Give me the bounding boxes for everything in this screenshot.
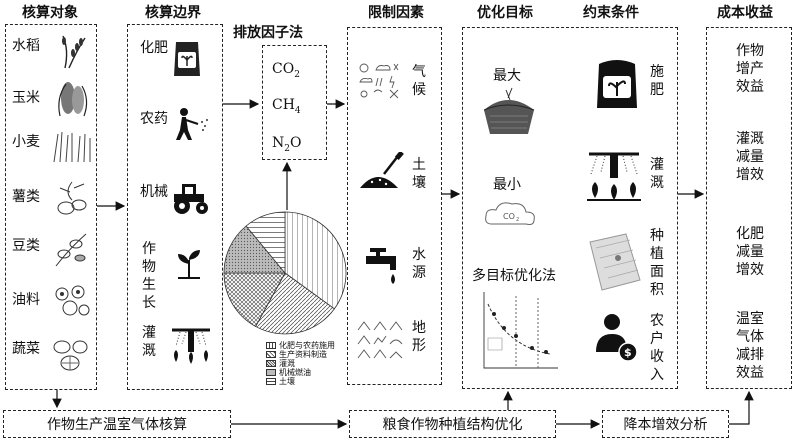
- bottom-accounting-box: 作物生产温室气体核算: [3, 410, 231, 438]
- objects-box: [5, 24, 97, 390]
- goal-min: 最小: [493, 177, 521, 193]
- benefits-box: [706, 27, 792, 389]
- object-label: 水稻: [12, 38, 40, 54]
- co2-cloud-icon: CO 2: [485, 202, 535, 225]
- co2-cloud-text: CO: [503, 212, 515, 221]
- pie-slice: [284, 211, 347, 310]
- limits-box: [347, 27, 442, 385]
- pie-slice: [255, 272, 335, 335]
- corn-icon: [58, 82, 88, 117]
- constraint-label: 灌溉: [650, 157, 664, 191]
- irrigation-icon: [172, 328, 210, 364]
- soil-shovel-icon: [360, 152, 404, 188]
- svg-text:2: 2: [516, 217, 519, 223]
- planting-area-icon: [589, 233, 641, 291]
- object-label: 小麦: [12, 134, 40, 150]
- pie-slice: [245, 211, 286, 275]
- boundary-label: 作物生长: [142, 241, 156, 311]
- header-benefits: 成本收益: [717, 5, 773, 21]
- object-label: 蔬菜: [12, 341, 40, 357]
- bottom-analysis-box: 降本增效分析: [602, 410, 729, 438]
- bottom-optimization-box: 粮食作物种植结构优化: [349, 410, 556, 438]
- legend-swatch: [266, 360, 276, 367]
- gas-ch4: CH4: [272, 97, 301, 116]
- legend-swatch: [266, 342, 276, 349]
- benefit-label: 灌溉减量增效: [736, 131, 764, 183]
- fertilizer-sack-icon: [597, 60, 637, 108]
- header-objects: 核算对象: [22, 5, 78, 21]
- emission-pie-chart: [223, 211, 347, 335]
- legend-label: 灌溉: [279, 359, 295, 368]
- irrigation-constraint-icon: [587, 152, 641, 201]
- limit-label: 气候: [412, 64, 426, 98]
- seedling-icon: [178, 250, 200, 279]
- object-label: 薯类: [12, 189, 40, 205]
- limit-label: 水源: [412, 247, 426, 281]
- header-limits: 限制因素: [368, 5, 424, 21]
- goals-constraints-box: [462, 27, 678, 389]
- object-label: 油料: [12, 292, 40, 308]
- goal-max: 最大: [493, 68, 521, 84]
- legend-label: 土壤: [279, 377, 295, 386]
- object-label: 玉米: [12, 90, 40, 106]
- benefit-label: 化肥减量增效: [736, 226, 764, 278]
- boundary-label: 化肥: [140, 40, 168, 56]
- pareto-plot-icon: [483, 292, 558, 369]
- limit-label: 地形: [412, 320, 426, 354]
- legend-label: 机械燃油: [279, 368, 311, 377]
- wheat-icon: [53, 131, 91, 163]
- legend-swatch: [266, 369, 276, 376]
- fertilizer-bag-icon: [174, 42, 200, 76]
- emission-box: [262, 45, 327, 160]
- arrow-right-benefits: [729, 390, 754, 425]
- grain-basket-icon: [483, 87, 535, 134]
- pie-legend: 化肥与农药施用 生产资料制造 灌溉 机械燃油 土壤: [266, 341, 361, 391]
- weather-icons: [359, 63, 399, 99]
- gas-co2: CO2: [272, 61, 300, 80]
- pie-slice: [223, 272, 286, 327]
- header-boundary: 核算边界: [145, 5, 201, 21]
- legend-label: 化肥与农药施用: [279, 341, 335, 350]
- legend-swatch: [266, 351, 276, 358]
- header-emission: 排放因子法: [233, 25, 303, 41]
- tractor-icon: [174, 184, 208, 214]
- boundary-box: [127, 24, 223, 390]
- goal-multi-objective: 多目标优化法: [472, 268, 556, 284]
- boundary-label: 灌溉: [142, 325, 156, 359]
- oilseed-icon: [55, 285, 90, 316]
- rice-icon: [62, 35, 86, 69]
- constraint-label: 农户收入: [650, 313, 664, 383]
- farmer-income-icon: $: [596, 314, 638, 362]
- water-tap-icon: [366, 248, 396, 284]
- legend-swatch: [266, 378, 276, 385]
- dollar-icon: $: [624, 346, 632, 359]
- terrain-icons: [357, 321, 403, 359]
- vegetable-icon: [53, 340, 88, 371]
- benefit-label: 温室气体减排效益: [736, 311, 764, 381]
- constraint-label: 施肥: [650, 64, 664, 98]
- pie-slice: [223, 225, 286, 274]
- legend-label: 生产资料制造: [279, 350, 327, 359]
- potato-icon: [57, 181, 87, 215]
- constraint-label: 种植面积: [650, 228, 664, 298]
- header-goals: 优化目标: [477, 5, 533, 21]
- header-constraints: 约束条件: [583, 5, 639, 21]
- boundary-label: 机械: [140, 184, 168, 200]
- pesticide-spray-icon: [176, 108, 208, 140]
- limit-label: 土壤: [412, 157, 426, 191]
- boundary-label: 农药: [140, 111, 168, 127]
- benefit-label: 作物增产效益: [736, 43, 764, 95]
- gas-n2o: N2O: [272, 135, 302, 154]
- bean-icon: [55, 233, 87, 267]
- object-label: 豆类: [12, 238, 40, 254]
